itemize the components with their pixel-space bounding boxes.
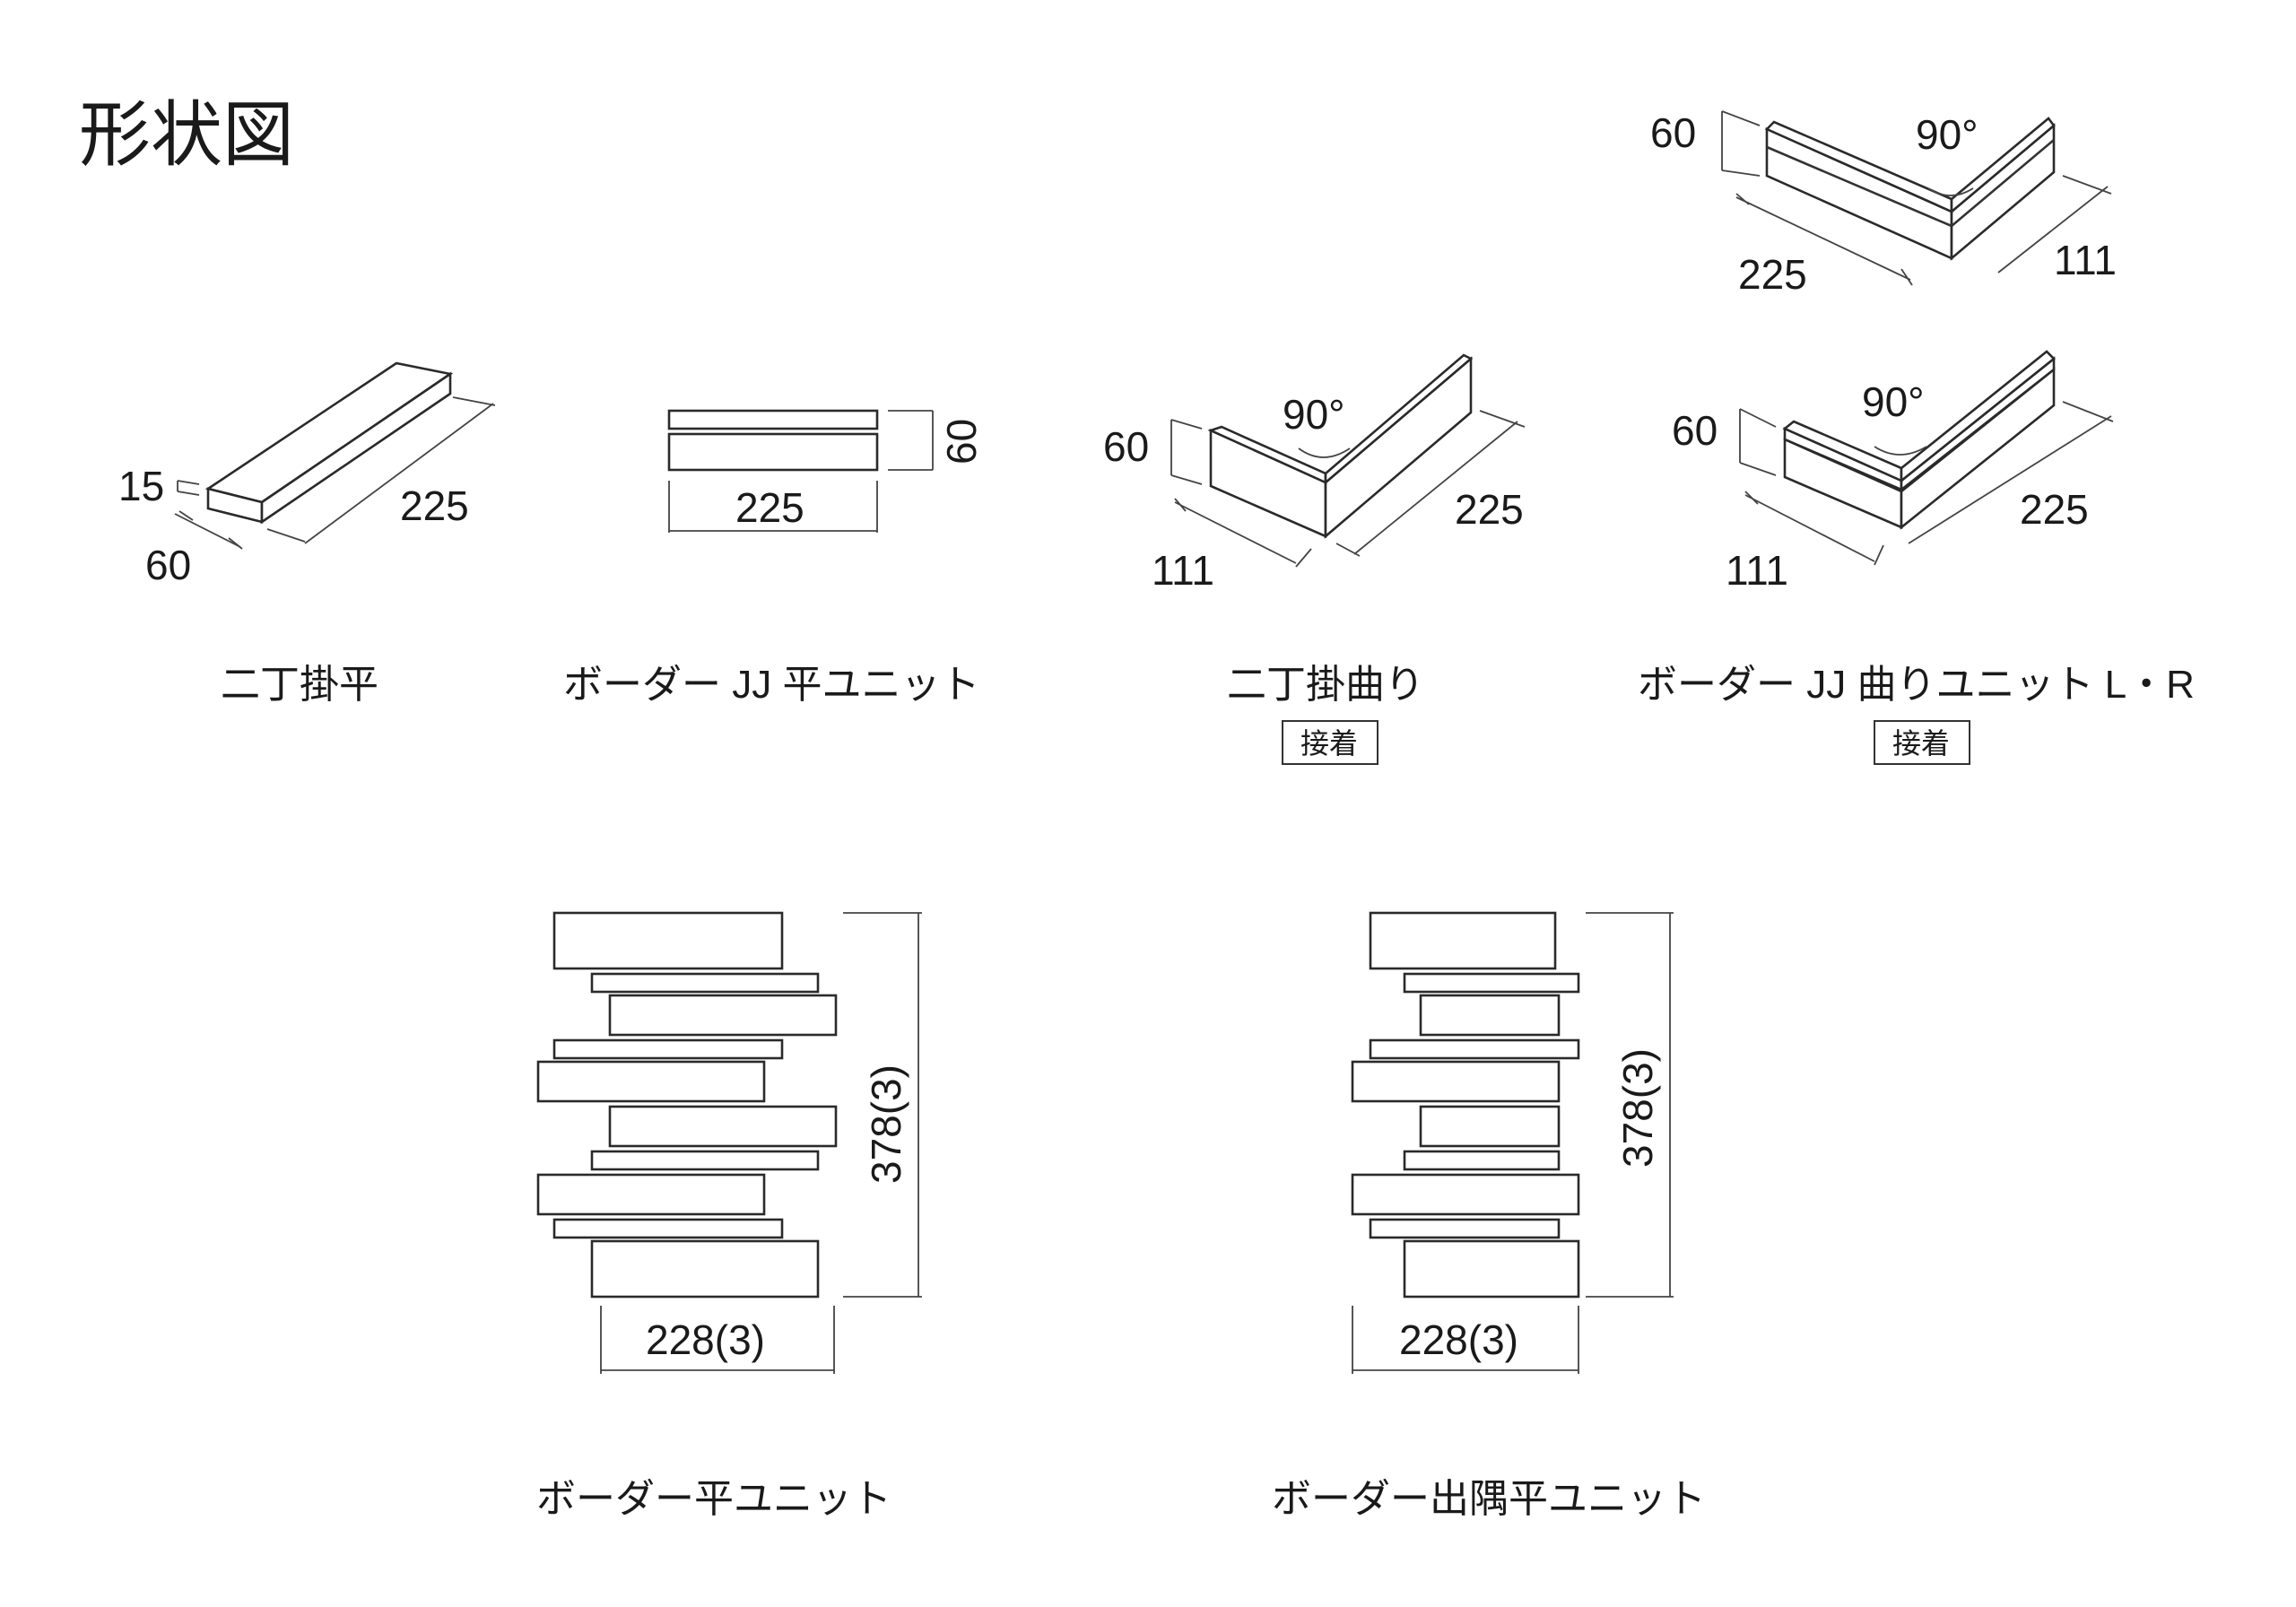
badge-frame [1874, 720, 1970, 765]
dim-top-return: 111 [2054, 237, 2117, 283]
dim-top-length: 225 [1738, 251, 1807, 298]
caption-border-jj-flat: ボーダー JJ 平ユニット [563, 663, 979, 707]
dim-height: 378(3) [1614, 1048, 1661, 1168]
tile-nichokake-corner: 60 90° 111 225 [1103, 353, 1526, 594]
dim-width: 60 [145, 542, 191, 588]
unit-border-jj-corner-top: 60 90° 225 111 [1650, 109, 2117, 298]
dim-length: 225 [735, 484, 804, 531]
badge-frame [1282, 720, 1378, 765]
dim-top-angle: 90° [1916, 111, 1979, 158]
caption-nichokake-corner: 二丁掛曲り [1227, 663, 1424, 707]
unit-border-jj-corner: 60 90° 111 225 [1672, 350, 2114, 594]
unit-border-outside-corner-flat: 228(3) 378(3) [1351, 911, 1674, 1374]
dim-angle: 90° [1283, 391, 1345, 438]
dim-width: 228(3) [1399, 1316, 1518, 1363]
caption-nichokake-flat: 二丁掛平 [221, 663, 378, 707]
caption-border-jj-corner: ボーダー JJ 曲りユニット L・R [1638, 663, 2195, 707]
page-title: 形状図 [79, 95, 294, 175]
dim-angle: 90° [1862, 378, 1925, 425]
dim-length: 225 [400, 482, 469, 529]
badge-bonded: 接着 [1300, 727, 1358, 760]
dim-height: 60 [1103, 423, 1149, 470]
dim-thickness: 15 [118, 463, 164, 509]
dim-return: 111 [1152, 547, 1214, 594]
tile-nichokake-flat: 15 60 225 [118, 361, 496, 588]
dim-height: 60 [1672, 407, 1718, 454]
dim-length: 225 [2020, 486, 2089, 533]
caption-border-flat: ボーダー平ユニット [536, 1477, 891, 1521]
dim-top-height: 60 [1650, 109, 1696, 156]
dim-length: 225 [1455, 486, 1524, 533]
unit-border-jj-flat: 225 60 [667, 409, 985, 533]
dim-width: 228(3) [646, 1316, 765, 1363]
dim-return: 111 [1726, 547, 1788, 594]
caption-border-outside-corner-flat: ボーダー出隅平ユニット [1272, 1477, 1706, 1521]
dim-height: 378(3) [863, 1064, 909, 1184]
badge-bonded: 接着 [1892, 727, 1950, 760]
dim-height: 60 [938, 419, 985, 465]
unit-border-flat: 228(3) 378(3) [536, 911, 922, 1374]
